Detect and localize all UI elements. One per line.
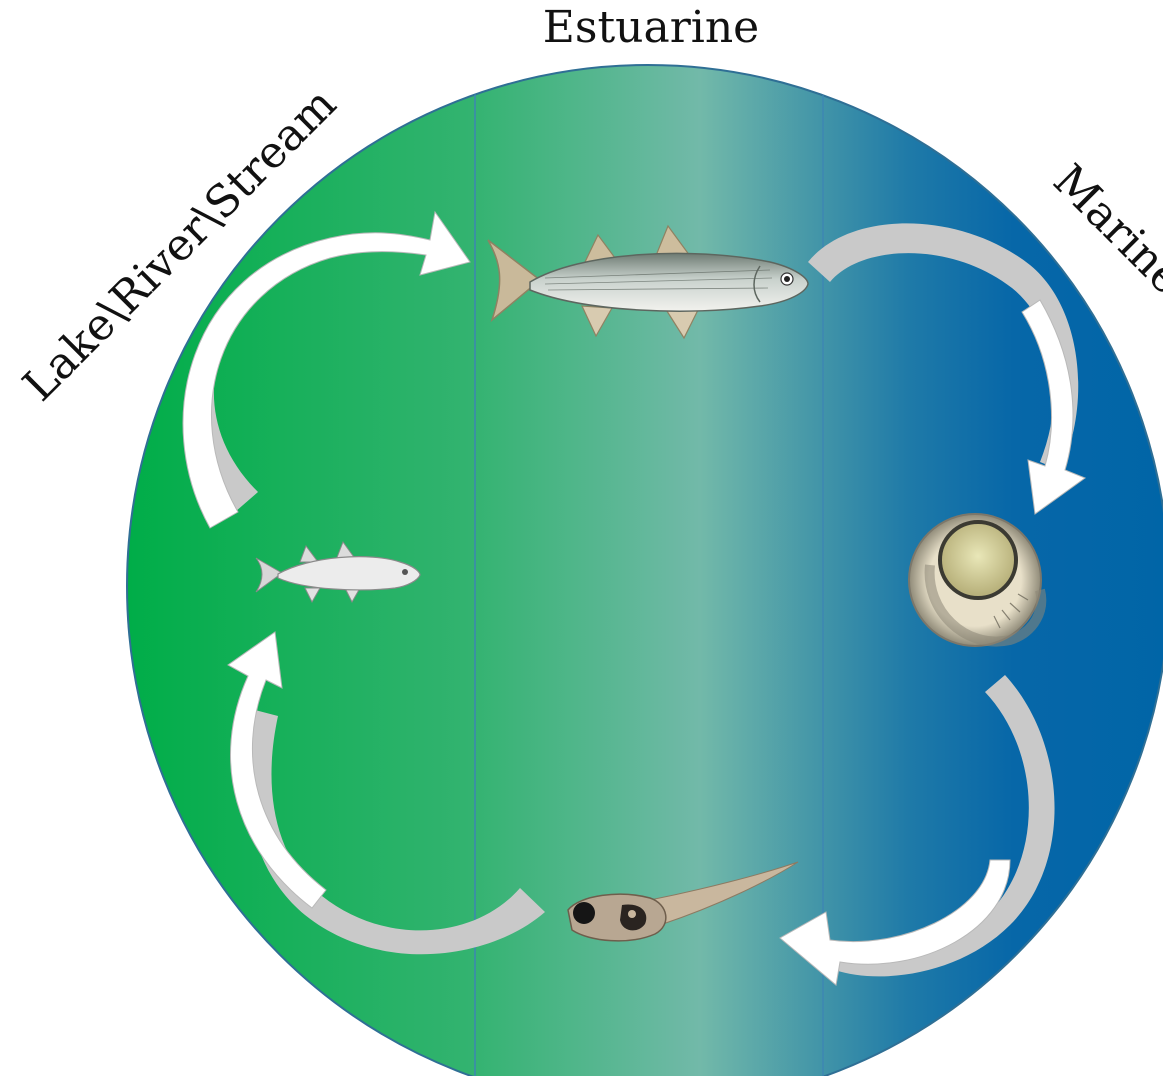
estuarine-label: Estuarine — [543, 2, 759, 53]
fish-egg-icon — [909, 514, 1041, 646]
